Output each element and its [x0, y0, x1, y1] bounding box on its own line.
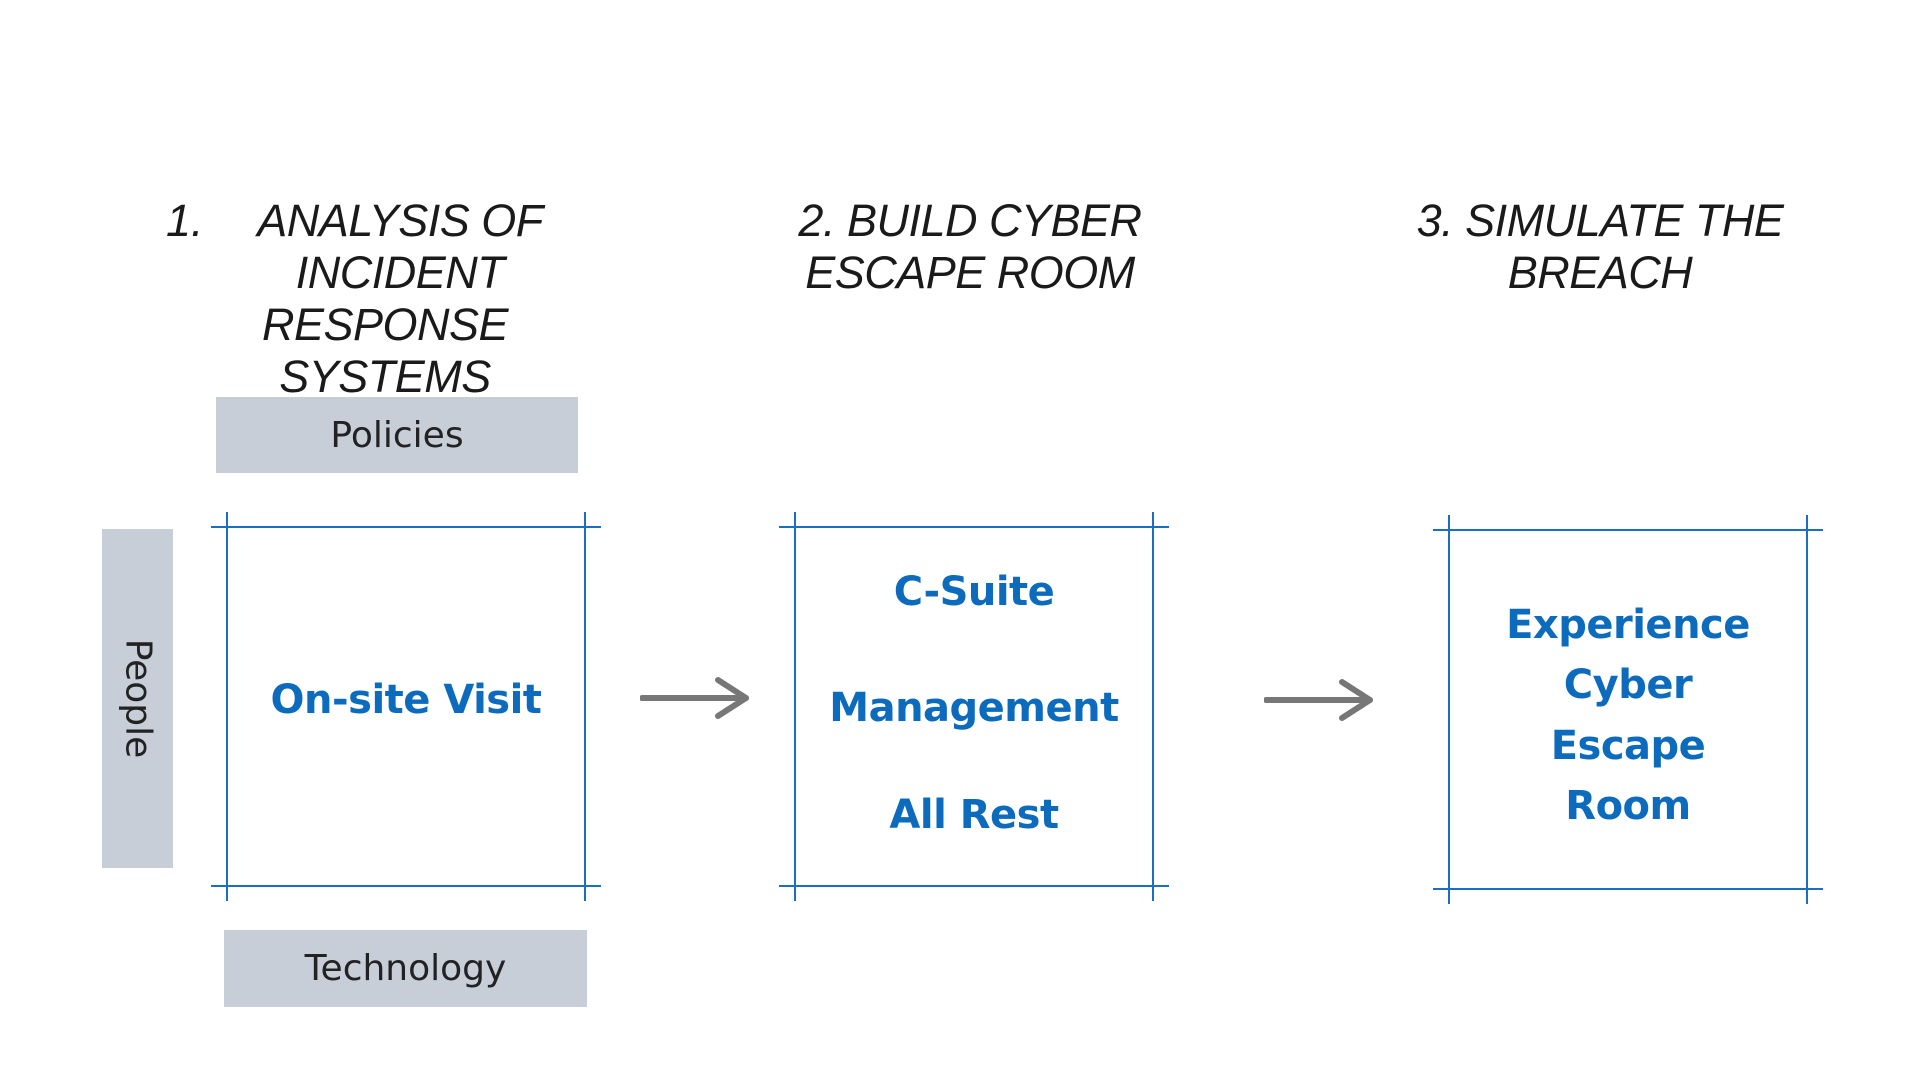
step-2-title-line-2: ESCAPE ROOM	[805, 247, 1135, 298]
frame-bottom-line	[779, 885, 1169, 887]
step-1-box	[211, 512, 601, 901]
frame-left-line	[1448, 515, 1450, 904]
arrow-right-icon	[1264, 679, 1373, 721]
management-text: Management	[829, 685, 1119, 731]
frame-left-line	[226, 512, 228, 901]
step-3-box	[1433, 515, 1823, 904]
policies-label-text: Policies	[330, 414, 464, 456]
frame-top-line	[1433, 529, 1823, 531]
frame-right-line	[584, 512, 586, 901]
escape-text: Escape	[1550, 723, 1706, 769]
experience-text: Experience	[1506, 602, 1750, 648]
frame-left-line	[794, 512, 796, 901]
step-3-title-line-1: 3. SIMULATE THE	[1400, 195, 1800, 247]
step-2-title-line-1: 2. BUILD CYBER	[780, 195, 1160, 247]
step-2-title-text-1: BUILD CYBER	[846, 195, 1142, 246]
step-1-title-line-1: ANALYSIS OF	[257, 195, 543, 246]
policies-label: Policies	[216, 397, 578, 473]
step-1-title-line-2: INCIDENT	[295, 247, 505, 298]
room-text: Room	[1565, 783, 1691, 829]
arrow-right-icon	[640, 677, 749, 719]
frame-top-line	[779, 526, 1169, 528]
step-1-number: 1.	[166, 195, 204, 246]
technology-label: Technology	[224, 930, 587, 1007]
step-2-box	[779, 512, 1169, 901]
frame-right-line	[1806, 515, 1808, 904]
step-2-number: 2.	[798, 195, 835, 246]
frame-top-line	[211, 526, 601, 528]
technology-label-text: Technology	[304, 948, 507, 989]
all-rest-text: All Rest	[889, 792, 1059, 838]
people-label-text: People	[117, 638, 159, 759]
frame-bottom-line	[1433, 888, 1823, 890]
step-1-title-line-3: RESPONSE SYSTEMS	[261, 299, 509, 402]
frame-bottom-line	[211, 885, 601, 887]
frame-right-line	[1152, 512, 1154, 901]
on-site-visit-text: On-site Visit	[270, 677, 542, 723]
c-suite-text: C-Suite	[893, 569, 1055, 615]
step-3-title-line-2: BREACH	[1507, 247, 1693, 298]
step-3-number: 3.	[1416, 195, 1454, 246]
cyber-text: Cyber	[1563, 662, 1693, 708]
step-3-title-text-1: SIMULATE THE	[1465, 195, 1784, 246]
people-label: People	[102, 529, 173, 868]
